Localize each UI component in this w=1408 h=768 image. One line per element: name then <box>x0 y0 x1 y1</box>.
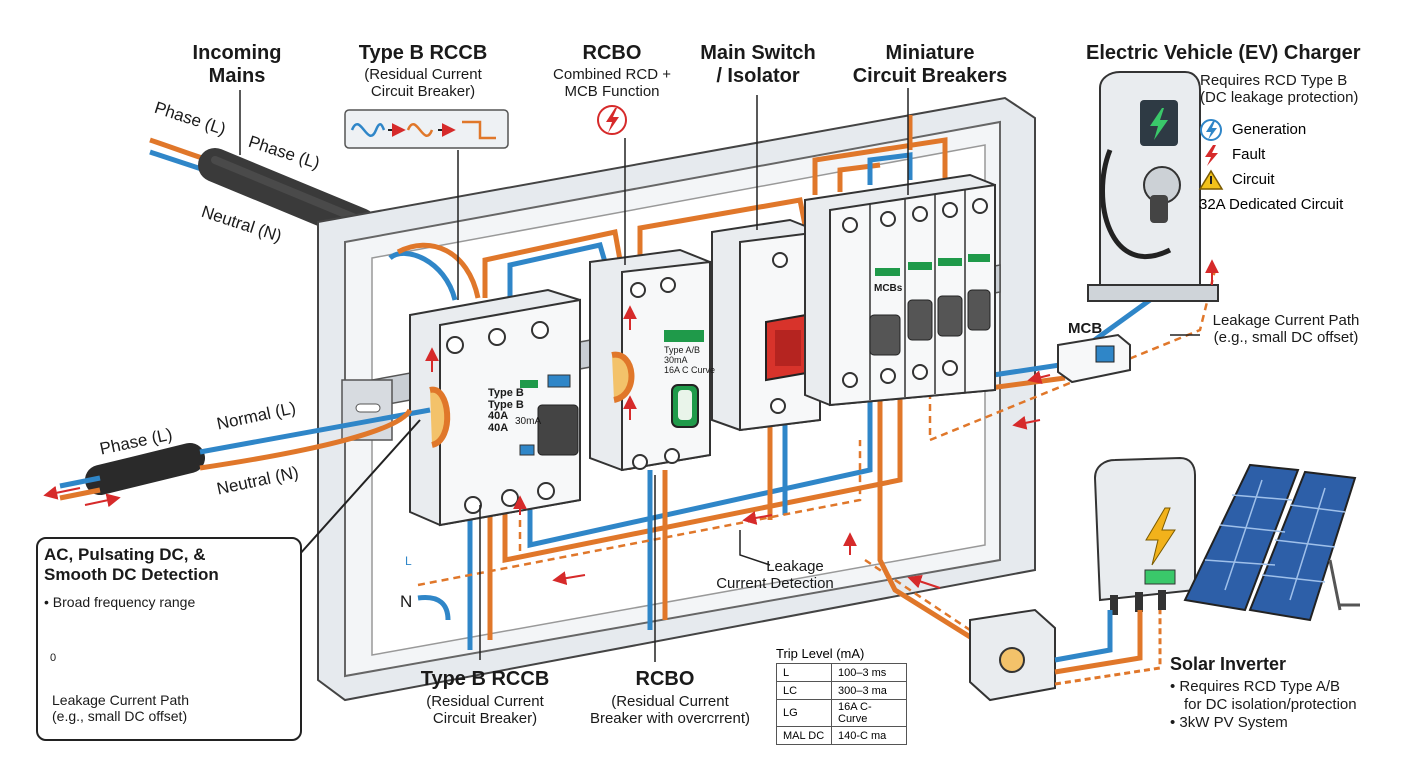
rcbo-face-text: Type A/B 30mA 16A C Curve <box>664 345 716 375</box>
mcb-group-title: Miniature Circuit Breakers <box>852 42 1008 87</box>
legend-item-fault: Fault <box>1232 146 1266 163</box>
callout-footer: Leakage Current Path (e.g., small DC off… <box>52 692 189 725</box>
solar-inverter-bullets: • Requires RCD Type A/B for DC isolation… <box>1170 678 1357 731</box>
fault-icon <box>1205 145 1218 166</box>
rcbo-device <box>589 248 711 472</box>
ev-charger <box>1087 71 1219 302</box>
detection-callout <box>36 537 302 741</box>
wire-label-small-n: N <box>400 592 413 611</box>
fault-arrows <box>43 259 1219 589</box>
solar-panels <box>1183 463 1360 622</box>
rccb-bottom-subtitle: (Residual Current Circuit Breaker) <box>426 693 544 728</box>
legend-item-generation: Generation <box>1232 121 1307 138</box>
leakage-detection-label: Leakage Current Detection <box>716 558 834 593</box>
rcbo-bottom-title: RCBO <box>635 668 695 690</box>
main-switch-device <box>711 218 821 432</box>
waveform-box <box>344 109 509 149</box>
rcbo-fault-icon <box>597 105 627 135</box>
rccb-face-rating: 30mA <box>515 416 542 427</box>
solar-inverter-title: Solar Inverter <box>1170 654 1287 674</box>
ev-charger-subtitle: Requires RCD Type B (DC leakage protecti… <box>1200 72 1359 107</box>
mcbs-face-label: MCBs <box>874 283 903 294</box>
leakage-path-right-label: Leakage Current Path (e.g., small DC off… <box>1212 312 1360 347</box>
rccb-face-text: Type B Type B 40A 40A <box>488 387 524 434</box>
junction-box <box>969 608 1162 702</box>
external-mcb-label: MCB <box>1068 320 1103 337</box>
mcb-bank <box>804 173 996 407</box>
solar-inverter <box>1093 456 1196 615</box>
legend-item-circuit: Circuit <box>1232 171 1275 188</box>
rcbo-bottom-subtitle: (Residual Current Breaker with overcrren… <box>589 693 751 728</box>
legend-item-dedicated-circuit: 32A Dedicated Circuit <box>1199 196 1344 213</box>
type-b-rccb-device <box>409 288 581 527</box>
wire-label-small-l: L <box>405 554 412 568</box>
callout-title: AC, Pulsating DC, & Smooth DC Detection <box>44 545 219 584</box>
rcbo-top-title: RCBO <box>582 42 642 64</box>
rccb-top-title: Type B RCCB <box>358 42 488 64</box>
incoming-cable <box>149 137 377 242</box>
callout-axis-zero: 0 <box>50 652 57 664</box>
ev-charger-title: Electric Vehicle (EV) Charger <box>1086 42 1361 64</box>
trip-table-title: Trip Level (mA) <box>776 646 865 661</box>
generation-icon <box>1200 119 1222 141</box>
rccb-top-subtitle: (Residual Current Circuit Breaker) <box>364 66 482 101</box>
rcbo-top-subtitle: Combined RCD + MCB Function <box>553 66 671 101</box>
callout-leader <box>289 419 421 566</box>
left-cable <box>59 407 431 501</box>
main-switch-title: Main Switch / Isolator <box>700 42 816 87</box>
rccb-bottom-title: Type B RCCB <box>420 668 550 690</box>
warning-icon <box>1198 169 1224 190</box>
external-mcb <box>1057 333 1131 384</box>
incoming-mains-title: Incoming Mains <box>192 42 282 87</box>
callout-bullet: • Broad frequency range <box>44 594 196 610</box>
leader-lines <box>239 88 1200 662</box>
